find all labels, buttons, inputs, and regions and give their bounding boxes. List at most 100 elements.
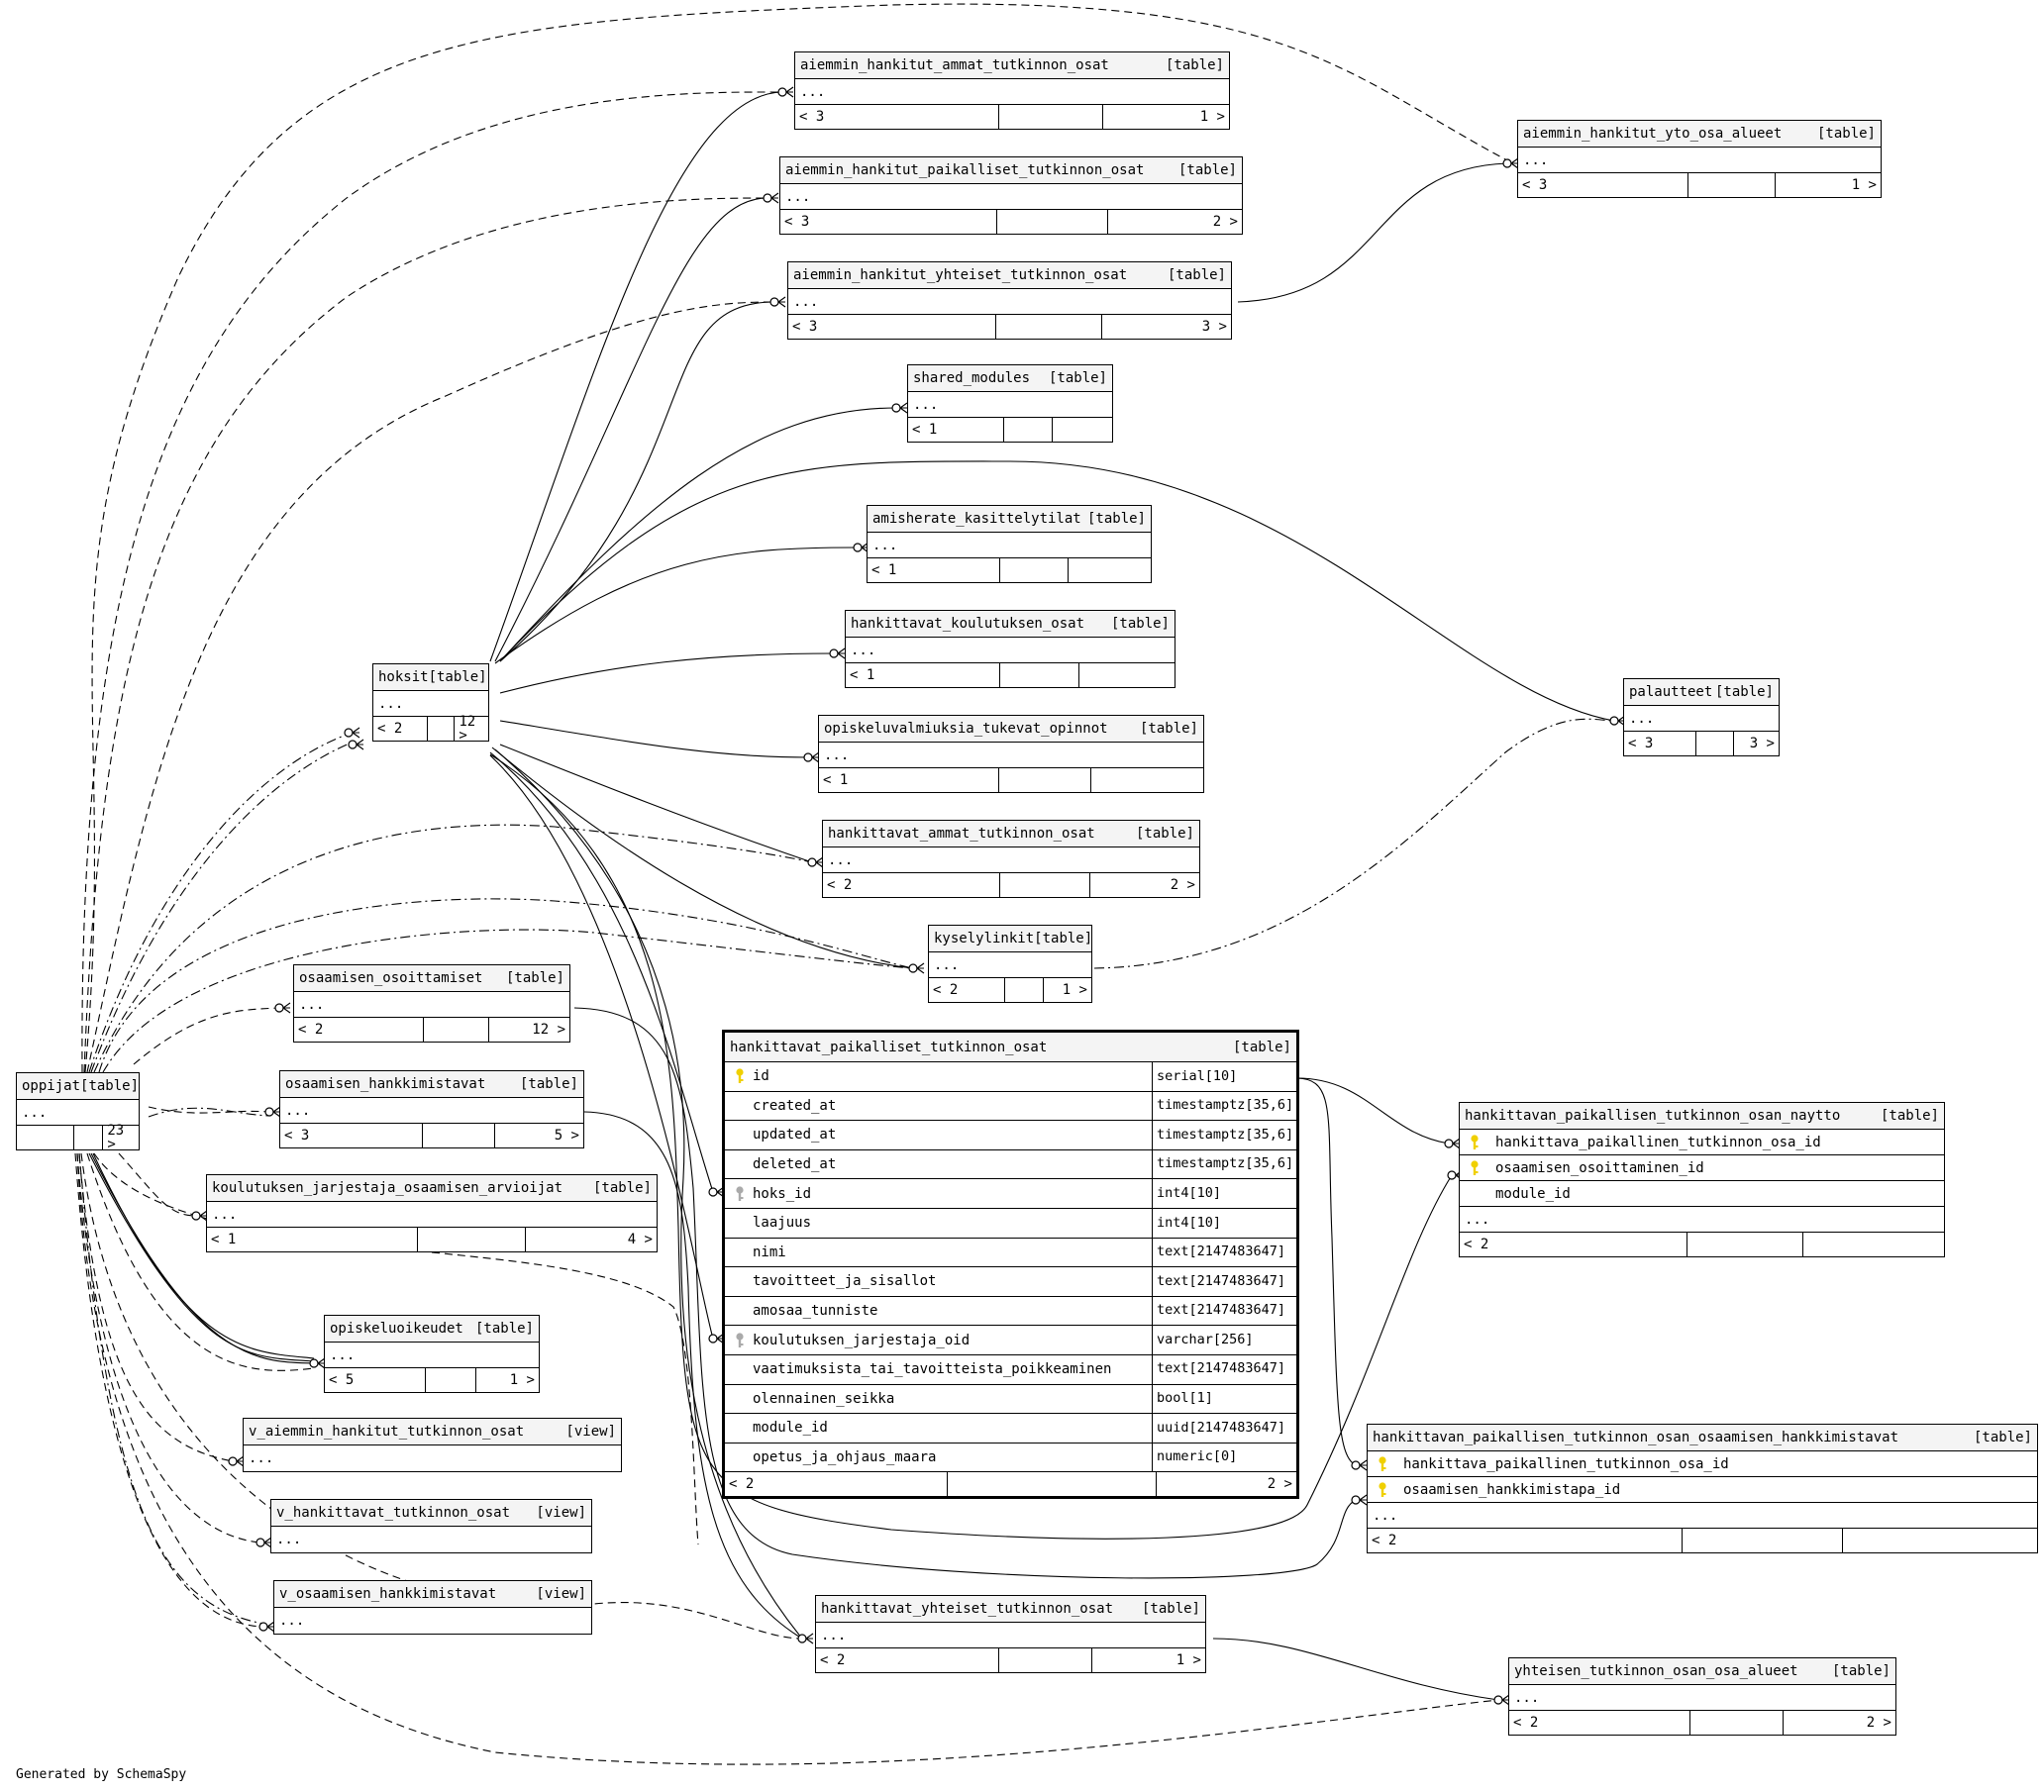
footer-right[interactable]: 4 > (627, 1232, 653, 1247)
table-hph[interactable]: hankittavan_paikallisen_tutkinnon_osan_o… (1367, 1424, 2038, 1553)
footer-left[interactable]: < 2 (294, 1018, 424, 1042)
footer-right[interactable]: 1 > (509, 1372, 535, 1388)
footer-left[interactable]: < 1 (868, 558, 1001, 582)
column-type: text[2147483647] (1157, 1244, 1286, 1260)
table-row: osaamisen_osoittaminen_id (1460, 1155, 1944, 1181)
footer-right[interactable]: 2 > (1170, 877, 1195, 893)
table-hankittavat_paikalliset_tutkinnon_osat[interactable]: hankittavat_paikalliset_tutkinnon_osat[t… (722, 1030, 1299, 1500)
table-v_hk[interactable]: v_hankittavat_tutkinnon_osat[view]... (270, 1499, 592, 1553)
footer-left[interactable]: < 2 (816, 1648, 999, 1672)
footer-right[interactable]: 1 > (1062, 982, 1087, 998)
table-oppijat[interactable]: oppijat[table]...23 > (16, 1072, 140, 1152)
footer-right[interactable]: 2 > (1212, 214, 1238, 230)
footer-left[interactable]: < 5 (325, 1368, 426, 1392)
table-hk_yht[interactable]: hankittavat_yhteiset_tutkinnon_osat[tabl… (815, 1595, 1206, 1673)
footer-right[interactable] (1069, 558, 1151, 582)
footer-mid (423, 1124, 496, 1147)
footer-left[interactable]: < 3 (795, 105, 999, 129)
footer-right[interactable]: 2 > (1866, 1715, 1891, 1731)
table-hk_koul[interactable]: hankittavat_koulutuksen_osat[table]...< … (845, 610, 1175, 688)
footer-right[interactable] (1079, 663, 1175, 687)
footer-left[interactable]: < 3 (788, 315, 997, 339)
footer-right[interactable]: 1 > (1851, 177, 1877, 193)
table-shared[interactable]: shared_modules[table]...< 1 (907, 364, 1113, 443)
table-amisherate[interactable]: amisherate_kasittelytilat[table]...< 1 (867, 505, 1152, 583)
footer-left[interactable]: < 1 (819, 768, 1000, 792)
footer-left[interactable]: < 2 (823, 873, 1000, 897)
footer-left[interactable]: < 2 (1509, 1711, 1691, 1735)
crows-foot-marker (837, 647, 846, 659)
footer-right[interactable] (1803, 1233, 1944, 1256)
footer-right[interactable]: 3 > (1749, 736, 1775, 751)
row-text: ... (851, 642, 876, 658)
footer-left[interactable]: < 1 (207, 1228, 419, 1251)
footer-left[interactable]: < 3 (1518, 173, 1689, 197)
footer-left[interactable]: < 2 (1368, 1529, 1683, 1552)
table-v_osa[interactable]: v_osaamisen_hankkimistavat[view]... (273, 1580, 592, 1635)
footer-left[interactable]: < 1 (908, 418, 1004, 442)
crows-foot-marker (916, 962, 925, 974)
column-name: hankittava_paikallinen_tutkinnon_osa_id (1403, 1455, 1729, 1472)
relation-end-marker (807, 857, 817, 867)
column-name: osaamisen_osoittaminen_id (1495, 1159, 1704, 1176)
table-hk_ammat[interactable]: hankittavat_ammat_tutkinnon_osat[table].… (822, 820, 1200, 898)
footer-mid (426, 1368, 477, 1392)
foreign-key-icon (729, 1333, 751, 1348)
footer-right[interactable]: 1 > (1175, 1652, 1201, 1668)
footer-left[interactable]: < 3 (280, 1124, 423, 1147)
footer-left[interactable]: < 2 (1460, 1233, 1687, 1256)
footer-left[interactable]: < 2 (929, 978, 1006, 1002)
table-koul_arv[interactable]: koulutuksen_jarjestaja_osaamisen_arvioij… (206, 1174, 658, 1252)
footer-left[interactable]: < 3 (780, 210, 998, 234)
footer-right[interactable] (1843, 1529, 2037, 1552)
relation-end-marker (191, 1211, 201, 1221)
relation-end-marker (891, 403, 901, 413)
footer-left[interactable]: < 3 (1624, 732, 1697, 755)
table-naytto[interactable]: hankittavan_paikallisen_tutkinnon_osan_n… (1459, 1102, 1945, 1257)
footer-left[interactable]: < 1 (846, 663, 1001, 687)
footer-left[interactable]: < 2 (373, 717, 428, 741)
footer-right[interactable]: 3 > (1201, 319, 1227, 335)
table-yht_osa[interactable]: yhteisen_tutkinnon_osan_osa_alueet[table… (1508, 1657, 1896, 1736)
column-row[interactable]: vaatimuksista_tai_tavoitteista_poikkeami… (725, 1354, 1296, 1385)
footer-right[interactable] (1091, 768, 1203, 792)
footer-left[interactable]: < 2 (725, 1472, 948, 1497)
relation-end-marker (797, 1634, 807, 1643)
relationship-line (148, 1107, 270, 1118)
footer-right[interactable]: 5 > (554, 1128, 579, 1144)
table-aht_paik[interactable]: aiemmin_hankitut_paikalliset_tutkinnon_o… (779, 156, 1243, 235)
table-v_aht[interactable]: v_aiemmin_hankitut_tutkinnon_osat[view].… (243, 1418, 622, 1472)
footer-right[interactable] (1053, 418, 1112, 442)
column-name: olennainen_seikka (753, 1390, 895, 1407)
footer-right[interactable]: 12 > (532, 1022, 565, 1038)
table-aht_yht[interactable]: aiemmin_hankitut_yhteiset_tutkinnon_osat… (787, 261, 1232, 340)
footer-right[interactable]: 23 > (107, 1123, 125, 1152)
table-opisk_valm[interactable]: opiskeluvalmiuksia_tukevat_opinnot[table… (818, 715, 1204, 793)
footer-right[interactable]: 1 > (1199, 109, 1225, 125)
footer-right[interactable]: 2 > (1267, 1476, 1292, 1493)
table-aht_yto[interactable]: aiemmin_hankitut_yto_osa_alueet[table]..… (1517, 120, 1882, 198)
table-aht_ammat[interactable]: aiemmin_hankitut_ammat_tutkinnon_osat[ta… (794, 51, 1230, 130)
table-header: amisherate_kasittelytilat[table] (868, 506, 1151, 533)
footer-left[interactable] (17, 1126, 74, 1149)
footer-right[interactable]: 12 > (459, 714, 476, 744)
